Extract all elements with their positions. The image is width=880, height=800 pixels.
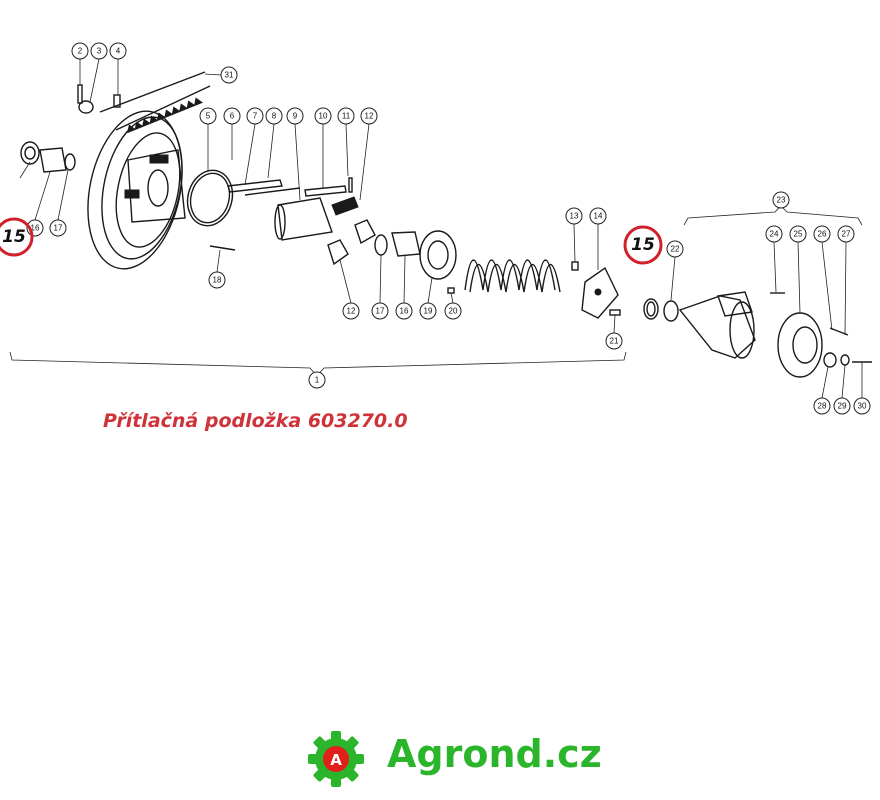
svg-text:16: 16 <box>31 224 40 233</box>
callout-17-left: 17 <box>49 219 67 237</box>
callout-7: 7 <box>246 107 264 125</box>
svg-text:6: 6 <box>230 112 235 121</box>
svg-text:15: 15 <box>2 227 26 247</box>
svg-text:19: 19 <box>424 307 433 316</box>
gear-icon: A <box>308 731 364 787</box>
callout-18: 18 <box>208 271 226 289</box>
callout-23: 23 <box>772 191 790 209</box>
svg-text:17: 17 <box>376 307 385 316</box>
callout-21: 21 <box>605 332 623 350</box>
svg-text:7: 7 <box>253 112 258 121</box>
callout-12-top: 12 <box>360 107 378 125</box>
callout-9: 9 <box>286 107 304 125</box>
callout-27: 27 <box>837 225 855 243</box>
highlight-callouts: 15 15 <box>0 217 663 265</box>
svg-text:16: 16 <box>400 307 409 316</box>
callout-22: 22 <box>666 240 684 258</box>
svg-text:9: 9 <box>293 112 298 121</box>
callout-16-mid: 16 <box>395 302 413 320</box>
callout-2: 2 <box>71 42 89 60</box>
svg-text:23: 23 <box>777 196 786 205</box>
callout-3: 3 <box>90 42 108 60</box>
callout-31: 31 <box>220 66 238 84</box>
svg-text:31: 31 <box>225 71 234 80</box>
svg-text:2: 2 <box>78 47 83 56</box>
svg-text:30: 30 <box>858 402 867 411</box>
svg-text:13: 13 <box>570 212 579 221</box>
callout-10: 10 <box>314 107 332 125</box>
callout-4: 4 <box>109 42 127 60</box>
svg-text:20: 20 <box>449 307 458 316</box>
svg-text:27: 27 <box>842 230 851 239</box>
svg-text:26: 26 <box>818 230 827 239</box>
svg-text:22: 22 <box>671 245 680 254</box>
leader-lines <box>9 58 863 399</box>
svg-text:3: 3 <box>97 47 102 56</box>
callout-8: 8 <box>265 107 283 125</box>
logo-letter: A <box>330 751 342 769</box>
svg-text:28: 28 <box>818 402 827 411</box>
callout-6: 6 <box>223 107 241 125</box>
svg-text:8: 8 <box>272 112 277 121</box>
callout-19: 19 <box>419 302 437 320</box>
svg-text:25: 25 <box>794 230 803 239</box>
parts-drawing <box>20 71 872 378</box>
callout-25: 25 <box>789 225 807 243</box>
callout-26: 26 <box>813 225 831 243</box>
svg-text:1: 1 <box>315 376 320 385</box>
svg-text:18: 18 <box>213 276 222 285</box>
callout-20: 20 <box>444 302 462 320</box>
svg-text:5: 5 <box>206 112 211 121</box>
callout-14: 14 <box>589 207 607 225</box>
svg-text:11: 11 <box>342 112 351 121</box>
svg-text:4: 4 <box>116 47 121 56</box>
callout-11: 11 <box>337 107 355 125</box>
callout-30: 30 <box>853 397 871 415</box>
agrond-logo[interactable]: A Agrond.cz <box>305 728 602 790</box>
svg-text:17: 17 <box>54 224 63 233</box>
callouts: 2 3 4 31 5 6 7 8 9 10 11 12 16 17 18 12 … <box>26 42 871 415</box>
callout-17-mid: 17 <box>371 302 389 320</box>
callout-1: 1 <box>308 371 326 389</box>
svg-text:10: 10 <box>319 112 328 121</box>
highlight-15-right: 15 <box>623 225 663 265</box>
svg-text:29: 29 <box>838 402 847 411</box>
callout-12-bottom: 12 <box>342 302 360 320</box>
svg-text:15: 15 <box>631 235 655 255</box>
svg-text:12: 12 <box>347 307 356 316</box>
svg-text:21: 21 <box>610 337 619 346</box>
svg-text:24: 24 <box>770 230 779 239</box>
callout-24: 24 <box>765 225 783 243</box>
callout-29: 29 <box>833 397 851 415</box>
svg-text:12: 12 <box>365 112 374 121</box>
part-caption: Přítlačná podložka 603270.0 <box>103 410 408 432</box>
callout-13: 13 <box>565 207 583 225</box>
svg-text:14: 14 <box>594 212 603 221</box>
callout-28: 28 <box>813 397 831 415</box>
brand-name: Agrond.cz <box>387 732 602 776</box>
callout-5: 5 <box>199 107 217 125</box>
highlight-15-left: 15 <box>0 217 34 257</box>
